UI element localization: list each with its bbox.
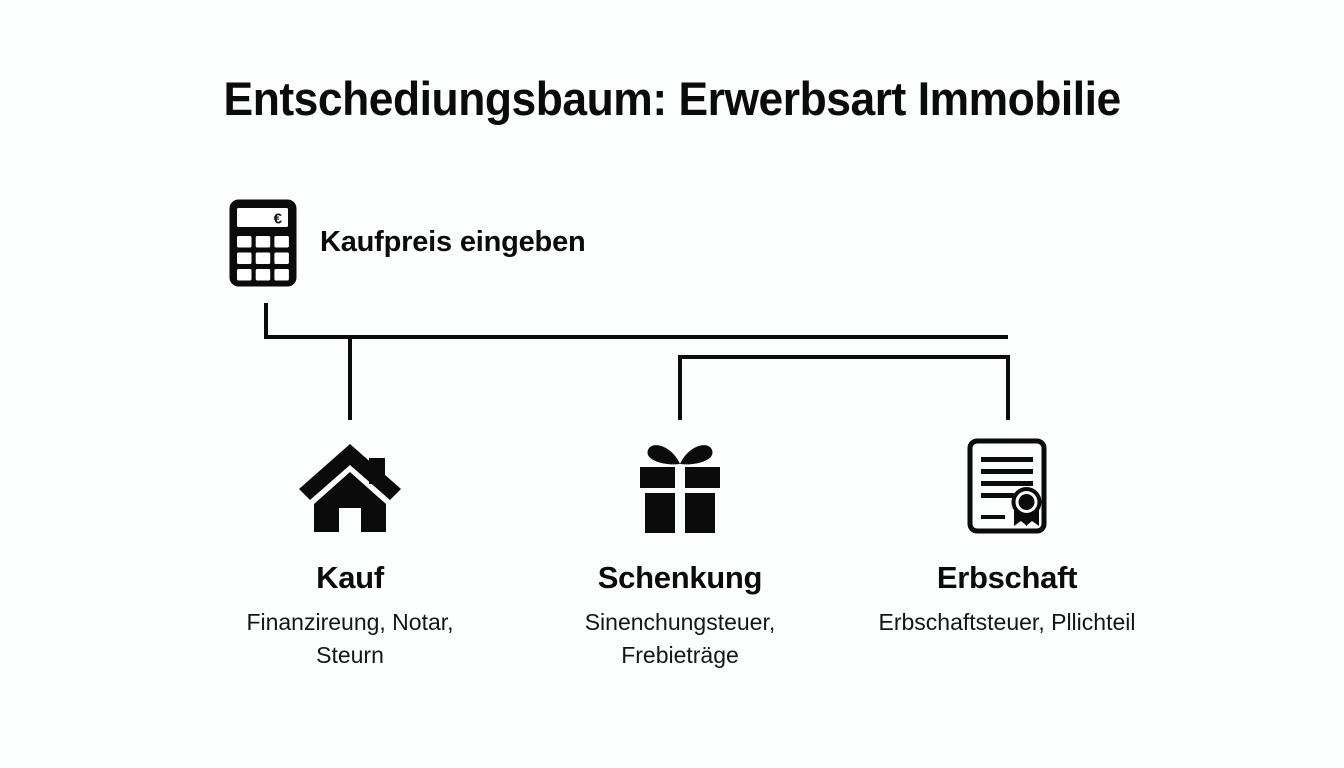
connector-bar-schenkung-erbschaft	[678, 355, 1010, 420]
gift-icon	[636, 434, 724, 534]
root-node-kaufpreis: € Kaufpreis eingeben	[228, 198, 586, 288]
branch-node-erbschaft[interactable]: Erbschaft Erbschaftsteuer, Pllichteil	[857, 434, 1157, 639]
branch-title-schenkung: Schenkung	[597, 560, 763, 595]
branch-title-kauf: Kauf	[316, 560, 384, 595]
calculator-euro-icon: €	[228, 198, 298, 288]
root-node-label: Kaufpreis eingeben	[320, 226, 586, 258]
branch-title-erbschaft: Erbschaft	[936, 560, 1078, 595]
svg-text:€: €	[274, 211, 283, 228]
branch-node-schenkung[interactable]: Schenkung Sinenchungsteuer, Frebieträge	[530, 434, 830, 672]
page-title: Entschediungsbaum: Erwerbsart Immobilie	[223, 72, 1122, 125]
branch-description-erbschaft: Erbschaftsteuer, Pllichteil	[878, 609, 1136, 635]
branch-description-schenkung: Sinenchungsteuer, Frebieträge	[584, 609, 776, 668]
branch-node-kauf[interactable]: Kauf Finanzireung, Notar, Steurn	[200, 434, 500, 672]
certificate-seal-icon	[967, 434, 1047, 534]
branch-description-kauf: Finanzireung, Notar, Steurn	[246, 609, 454, 668]
house-icon	[297, 434, 403, 534]
